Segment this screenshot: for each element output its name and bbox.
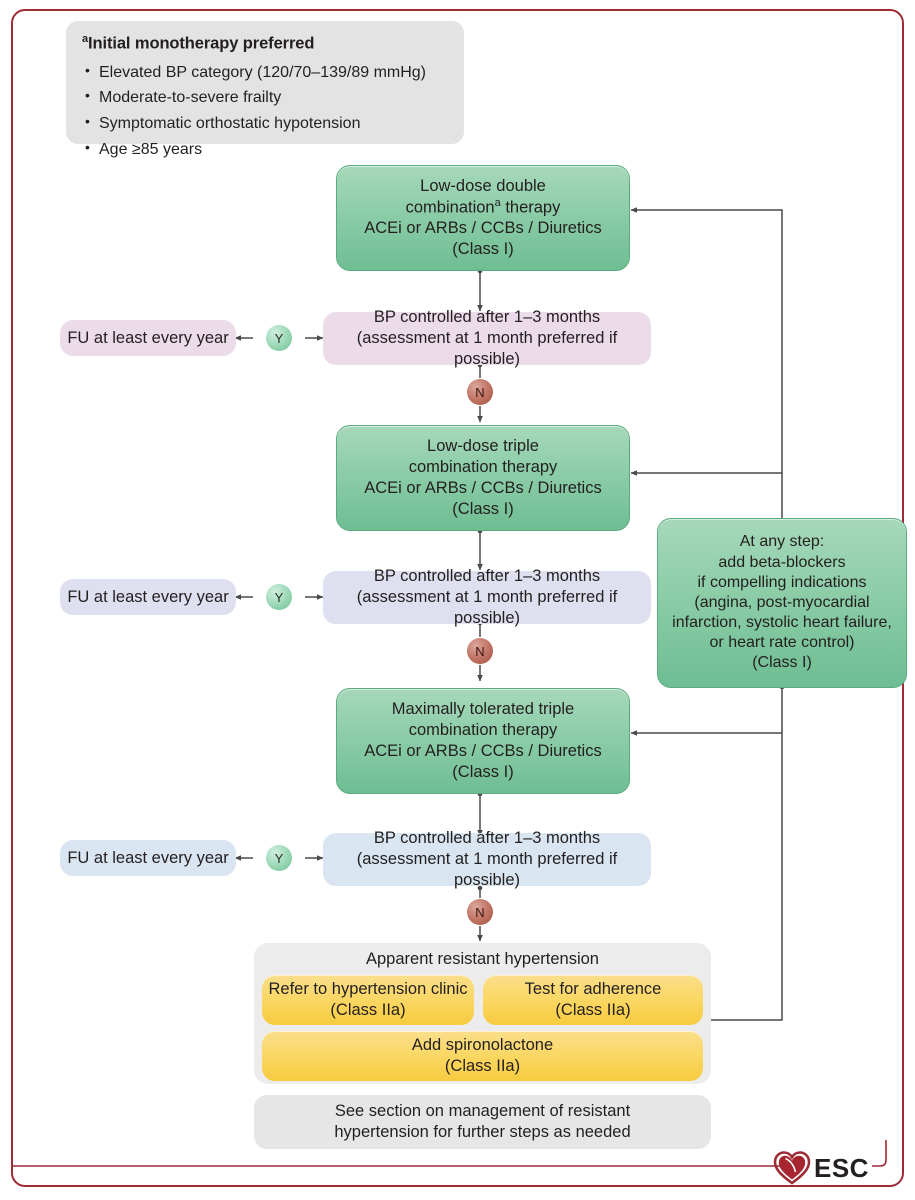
step2-line3: ACEi or ARBs / CCBs / Diuretics bbox=[364, 479, 602, 497]
option2-line1: Test for adherence bbox=[524, 980, 662, 999]
esc-logo-text: ESC bbox=[814, 1152, 869, 1183]
followup-pill-2[interactable]: FU at least every year bbox=[60, 579, 236, 615]
option3-line2: (Class IIa) bbox=[444, 1057, 521, 1075]
footnote-list: Elevated BP category (120/70–139/89 mmHg… bbox=[82, 57, 426, 160]
step-box-low-dose-double[interactable]: Low-dose double combinationa therapy ACE… bbox=[336, 165, 630, 271]
decision1-line1: BP controlled after 1–3 months bbox=[373, 308, 601, 327]
beta-line-3: if compelling indications bbox=[697, 573, 867, 591]
step1-line2-post: therapy bbox=[500, 198, 561, 217]
option1-line2: (Class IIa) bbox=[330, 1001, 406, 1019]
step3-line1: Maximally tolerated triple bbox=[391, 700, 575, 719]
list-item: Moderate-to-severe frailty bbox=[85, 87, 426, 108]
beta-line-6: or heart rate control) bbox=[709, 634, 855, 652]
option3-line1: Add spironolactone bbox=[411, 1036, 554, 1055]
beta-blocker-box[interactable]: At any step: add beta-blockers if compel… bbox=[657, 518, 907, 688]
option-add-spironolactone[interactable]: Add spironolactone (Class IIa) bbox=[262, 1031, 703, 1081]
step3-line3: ACEi or ARBs / CCBs / Diuretics bbox=[364, 742, 602, 760]
footnote-box: aInitial monotherapy preferred Elevated … bbox=[66, 21, 464, 158]
beta-line-5: infarction, systolic heart failure, bbox=[672, 614, 892, 632]
footnote-title-text: Initial monotherapy preferred bbox=[88, 34, 315, 53]
decision1-line2: (assessment at 1 month preferred if poss… bbox=[356, 329, 618, 368]
decision2-line1: BP controlled after 1–3 months bbox=[373, 567, 601, 586]
followup-pill-1[interactable]: FU at least every year bbox=[60, 320, 236, 356]
step-box-low-dose-triple[interactable]: Low-dose triple combination therapy ACEi… bbox=[336, 425, 630, 531]
list-item: Symptomatic orthostatic hypotension bbox=[85, 113, 426, 134]
decision-box-bp-controlled-3[interactable]: BP controlled after 1–3 months (assessme… bbox=[323, 829, 651, 889]
option-refer-to-clinic[interactable]: Refer to hypertension clinic (Class IIa) bbox=[262, 975, 474, 1025]
no-node-3: N bbox=[467, 899, 493, 925]
step1-line3: ACEi or ARBs / CCBs / Diuretics bbox=[364, 219, 602, 238]
resistant-group-title: Apparent resistant hypertension bbox=[366, 950, 599, 968]
followup-pill-3[interactable]: FU at least every year bbox=[60, 840, 236, 876]
step1-footnote-marker: a bbox=[494, 196, 501, 209]
final-note-box[interactable]: See section on management of resistant h… bbox=[254, 1095, 711, 1149]
step3-line4: (Class I) bbox=[452, 762, 514, 781]
step-box-maximally-tolerated-triple[interactable]: Maximally tolerated triple combination t… bbox=[336, 688, 630, 794]
no-node-2: N bbox=[467, 638, 493, 664]
step1-line2-pre: combination bbox=[405, 198, 495, 217]
option-test-for-adherence[interactable]: Test for adherence (Class IIa) bbox=[483, 975, 703, 1025]
heart-icon bbox=[773, 1151, 811, 1185]
list-item: Elevated BP category (120/70–139/89 mmHg… bbox=[85, 62, 426, 83]
beta-line-2: add beta-blockers bbox=[718, 553, 846, 571]
decision2-line2: (assessment at 1 month preferred if poss… bbox=[356, 588, 618, 627]
footnote-marker: a bbox=[82, 33, 89, 45]
decision-box-bp-controlled-1[interactable]: BP controlled after 1–3 months (assessme… bbox=[323, 308, 651, 368]
yes-node-1: Y bbox=[266, 325, 292, 351]
step2-line4: (Class I) bbox=[452, 499, 514, 518]
beta-line-7: (Class I) bbox=[752, 654, 812, 672]
yes-node-2: Y bbox=[266, 584, 292, 610]
decision3-line1: BP controlled after 1–3 months bbox=[373, 829, 601, 848]
decision-box-bp-controlled-2[interactable]: BP controlled after 1–3 months (assessme… bbox=[323, 567, 651, 627]
no-node-1: N bbox=[467, 379, 493, 405]
yes-node-3: Y bbox=[266, 845, 292, 871]
beta-line-4: (angina, post-myocardial bbox=[694, 593, 870, 611]
beta-line-1: At any step: bbox=[739, 533, 825, 551]
step2-line1: Low-dose triple bbox=[427, 437, 539, 456]
step2-line2: combination therapy bbox=[408, 458, 558, 477]
option2-line2: (Class IIa) bbox=[555, 1001, 631, 1019]
step3-line2: combination therapy bbox=[408, 721, 558, 740]
step1-line2: combinationa therapy bbox=[406, 197, 561, 218]
decision3-line2: (assessment at 1 month preferred if poss… bbox=[356, 850, 618, 889]
option1-line1: Refer to hypertension clinic bbox=[268, 980, 468, 999]
final-note-line2: hypertension for further steps as needed bbox=[334, 1123, 631, 1141]
final-note-line1: See section on management of resistant bbox=[334, 1101, 631, 1120]
footnote-title: aInitial monotherapy preferred bbox=[82, 33, 314, 54]
step1-line1: Low-dose double bbox=[420, 177, 546, 196]
step1-line4: (Class I) bbox=[452, 240, 514, 259]
esc-logo: ESC bbox=[772, 1146, 907, 1190]
list-item: Age ≥85 years bbox=[85, 139, 426, 160]
